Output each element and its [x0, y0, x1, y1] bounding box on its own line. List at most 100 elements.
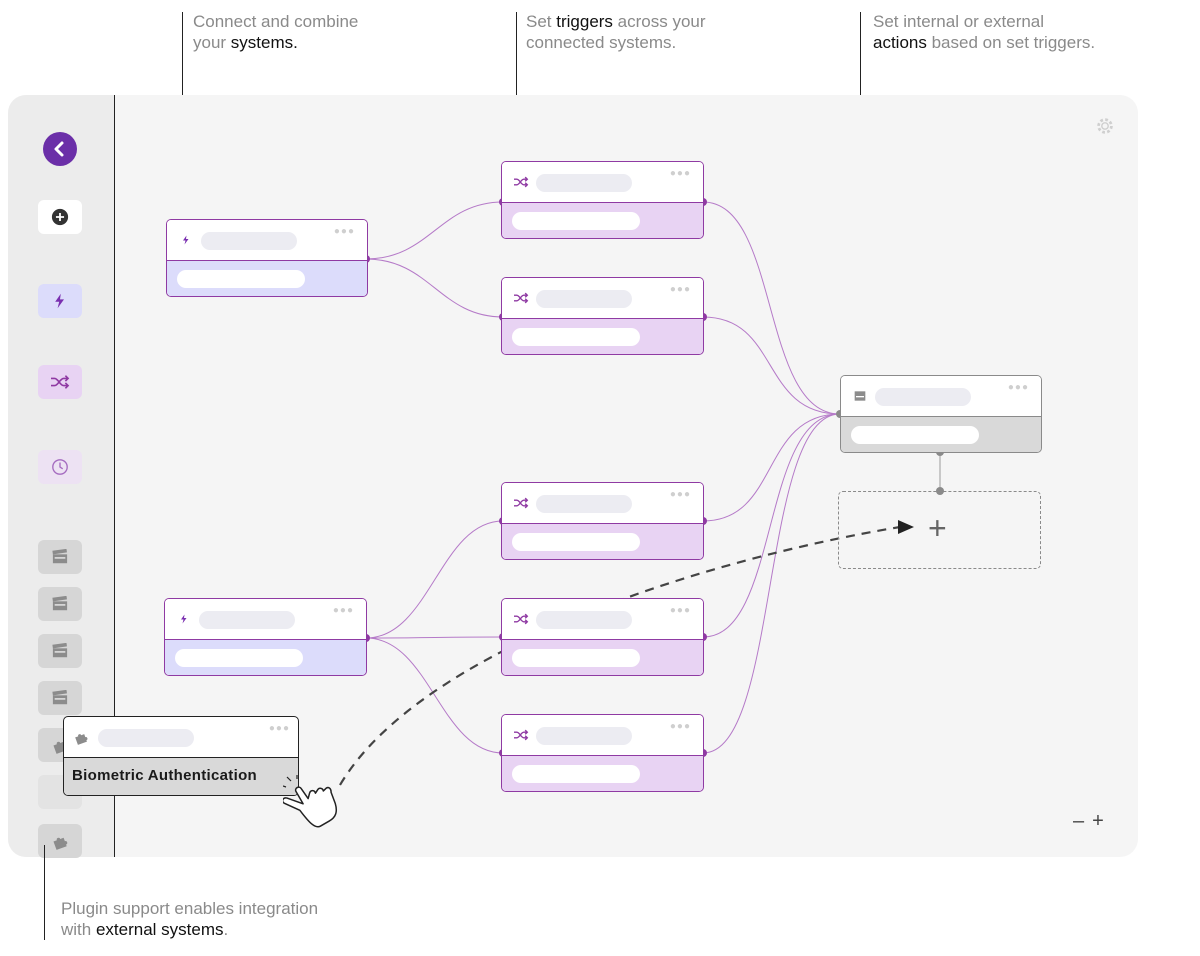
node-menu-icon[interactable]: ●●● — [332, 605, 354, 616]
edge — [365, 637, 504, 754]
plugin-label: Biometric Authentication — [72, 767, 257, 784]
clapper-icon — [52, 596, 68, 611]
trigger-node-1[interactable]: ●●● — [501, 161, 704, 239]
node-menu-icon[interactable]: ●●● — [268, 723, 290, 734]
drag-arrow-head — [898, 520, 914, 534]
action-node[interactable]: ●●● — [840, 375, 1042, 453]
add-node-plus-icon[interactable]: + — [928, 510, 947, 546]
node-title-placeholder — [875, 388, 971, 406]
edge — [702, 413, 841, 754]
clock-icon — [52, 459, 68, 475]
callout-actions-line2: actions based on set triggers. — [873, 32, 1095, 53]
edge — [702, 413, 841, 522]
edge — [365, 520, 504, 639]
node-subtitle-placeholder — [512, 649, 640, 667]
callout-systems-line2: your systems. — [193, 32, 358, 53]
sidebar-action-button-3[interactable] — [38, 634, 82, 668]
shuffle-icon — [512, 173, 530, 191]
node-menu-icon[interactable]: ●●● — [669, 721, 691, 732]
sidebar-action-button-1[interactable] — [38, 540, 82, 574]
puzzle-icon — [53, 837, 68, 850]
sidebar-schedule-button[interactable] — [38, 450, 82, 484]
clapper-icon — [851, 387, 869, 405]
callout-plugins-post: . — [223, 920, 229, 939]
node-menu-icon[interactable]: ●●● — [669, 489, 691, 500]
edge — [365, 258, 504, 318]
node-title-placeholder — [201, 232, 297, 250]
logo-chevron-left-icon[interactable] — [43, 132, 77, 166]
callout-systems: Connect and combine your systems. — [193, 11, 358, 53]
plus-circle-icon — [51, 208, 69, 226]
clapper-icon — [52, 643, 68, 658]
plugin-card[interactable]: ●●● Biometric Authentication — [63, 716, 299, 796]
node-subtitle-placeholder — [177, 270, 305, 288]
trigger-node-5[interactable]: ●●● — [501, 714, 704, 792]
lightning-icon — [175, 610, 193, 628]
callout-plugins-line1: Plugin support enables integration — [61, 899, 319, 918]
zoom-out-button[interactable]: – — [1073, 810, 1093, 832]
callout-actions-line1: Set internal or external — [873, 12, 1045, 31]
plugin-title-placeholder — [98, 729, 194, 747]
callout-plugins-line2: with external systems. — [61, 919, 318, 940]
node-menu-icon[interactable]: ●●● — [669, 284, 691, 295]
clapper-icon — [52, 549, 68, 564]
node-subtitle-placeholder — [175, 649, 303, 667]
trigger-node-2[interactable]: ●●● — [501, 277, 704, 355]
node-title-placeholder — [536, 727, 632, 745]
sidebar-plugin-button-3[interactable] — [38, 824, 82, 858]
callout-actions-bold: actions — [873, 33, 927, 52]
source-node-2[interactable]: ●●● — [164, 598, 367, 676]
callout-triggers-post: across your — [612, 12, 706, 31]
add-node-dropzone[interactable] — [838, 491, 1041, 569]
clapper-icon — [52, 690, 68, 705]
node-menu-icon[interactable]: ●●● — [669, 605, 691, 616]
callout-systems-mid: your — [193, 33, 231, 52]
callout-systems-line1: Connect and combine — [193, 12, 359, 31]
node-title-placeholder — [536, 174, 632, 192]
callout-triggers-line2: connected systems. — [526, 33, 677, 52]
source-node-1[interactable]: ●●● — [166, 219, 368, 297]
callout-triggers-line1: Set triggers across your — [526, 11, 706, 32]
sidebar-add-button[interactable] — [38, 200, 82, 234]
node-title-placeholder — [199, 611, 295, 629]
edge — [365, 201, 504, 260]
shuffle-icon — [512, 494, 530, 512]
callout-plugins-bold: external systems — [95, 920, 224, 939]
callout-plugins: Plugin support enables integration with … — [61, 898, 318, 940]
node-subtitle-placeholder — [512, 765, 640, 783]
edge — [702, 413, 841, 638]
edge — [702, 201, 841, 415]
sidebar-action-button-4[interactable] — [38, 681, 82, 715]
settings-icon[interactable] — [1094, 115, 1116, 137]
callout-line-triggers — [516, 12, 517, 170]
shuffle-icon — [51, 375, 70, 389]
node-menu-icon[interactable]: ●●● — [1007, 382, 1029, 393]
callout-actions-post: based on set triggers. — [926, 33, 1096, 52]
callout-actions: Set internal or external actions based o… — [873, 11, 1095, 53]
lightning-icon — [177, 231, 195, 249]
node-title-placeholder — [536, 611, 632, 629]
node-subtitle-placeholder — [512, 328, 640, 346]
node-menu-icon[interactable]: ●●● — [333, 226, 355, 237]
trigger-node-3[interactable]: ●●● — [501, 482, 704, 560]
trigger-node-4[interactable]: ●●● — [501, 598, 704, 676]
callout-plugins-mid: with — [61, 920, 96, 939]
node-title-placeholder — [536, 290, 632, 308]
sidebar-source-button[interactable] — [38, 284, 82, 318]
sidebar-trigger-button[interactable] — [38, 365, 82, 399]
sidebar-action-button-2[interactable] — [38, 587, 82, 621]
callout-systems-bold: systems. — [230, 33, 298, 52]
zoom-in-button[interactable]: + — [1092, 810, 1112, 832]
shuffle-icon — [512, 610, 530, 628]
callout-triggers-bold: triggers — [556, 12, 613, 31]
edge — [365, 636, 504, 639]
lightning-icon — [55, 293, 64, 309]
node-title-placeholder — [536, 495, 632, 513]
callout-line-plugins — [44, 845, 45, 940]
node-subtitle-placeholder — [512, 212, 640, 230]
node-menu-icon[interactable]: ●●● — [669, 168, 691, 179]
edge — [702, 316, 841, 415]
zoom-controls: –+ — [1073, 810, 1112, 833]
puzzle-icon — [73, 729, 89, 750]
